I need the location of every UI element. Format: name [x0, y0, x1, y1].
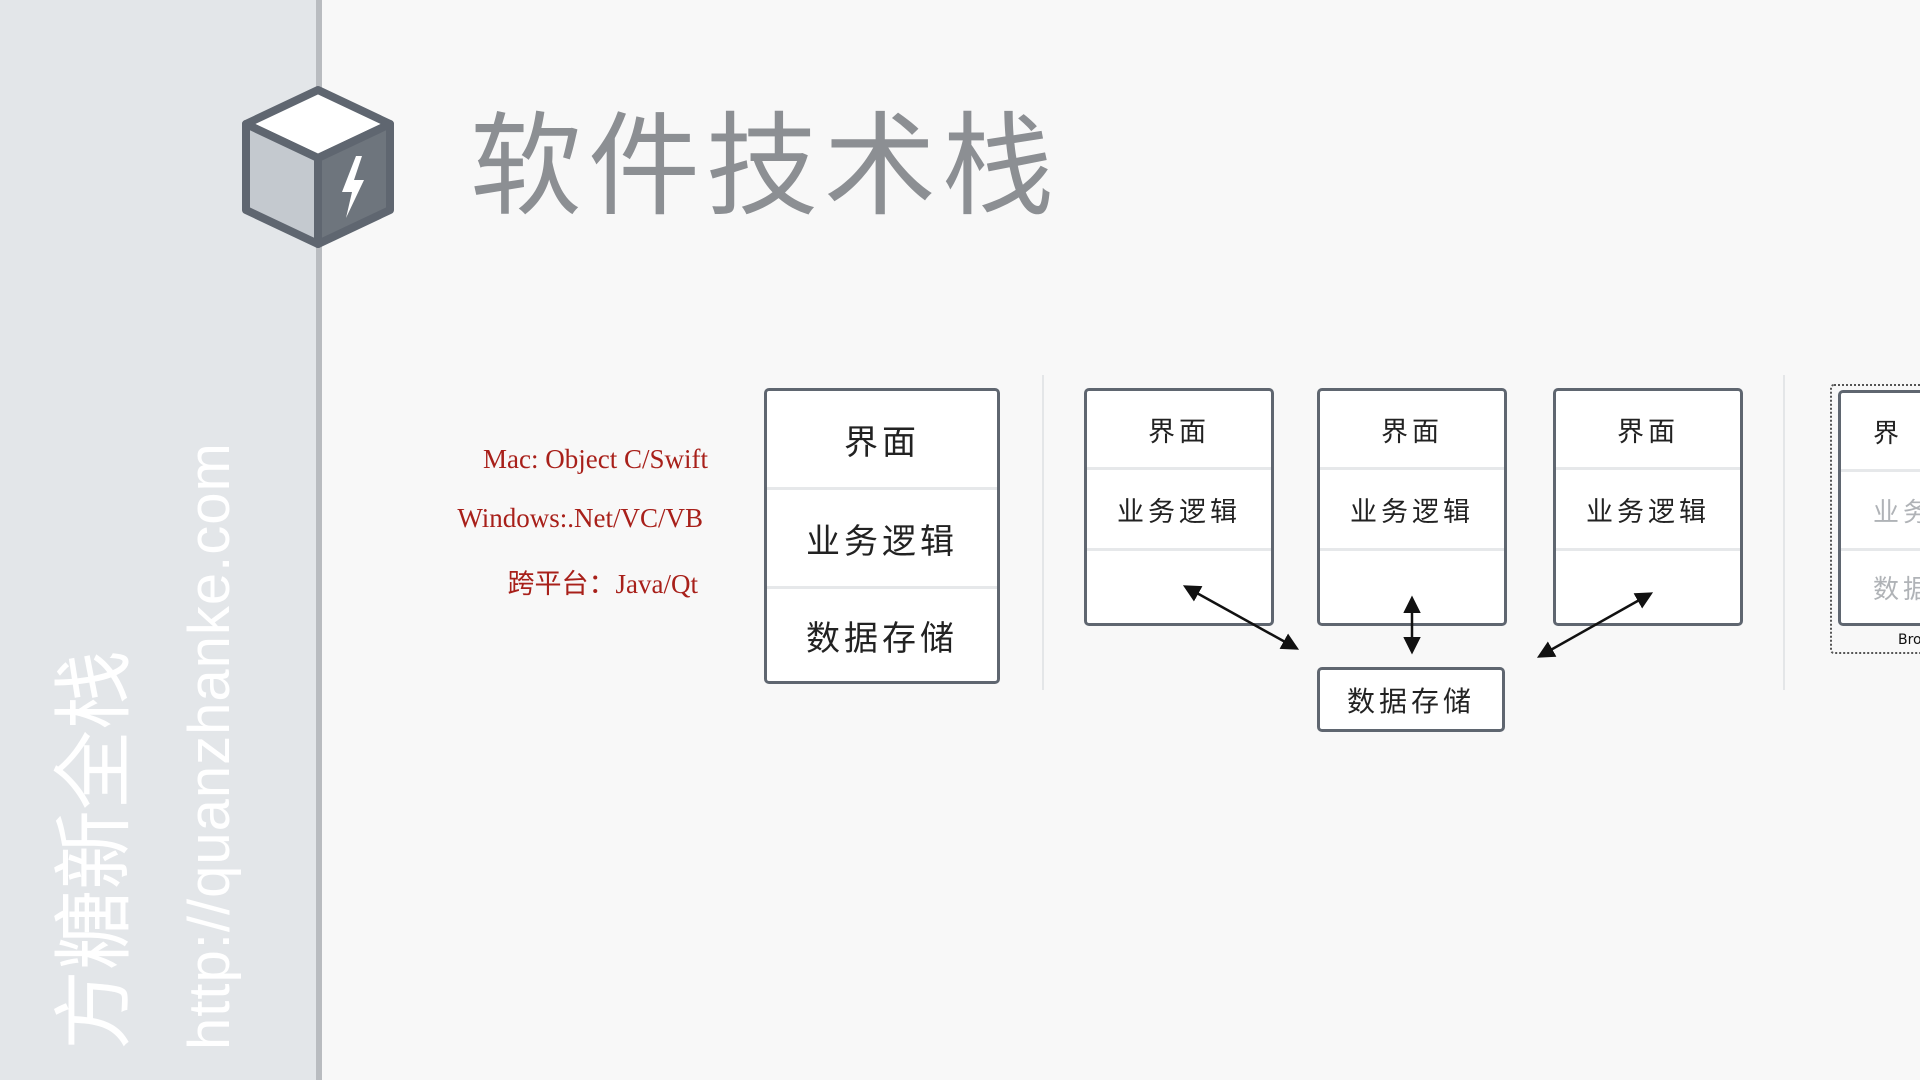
layer-separator [1087, 548, 1271, 551]
layer-separator [1320, 467, 1504, 470]
client-stack: 界面 业务逻辑 [1084, 388, 1274, 626]
client-logic-layer: 业务逻辑 [1117, 496, 1241, 528]
client-ui-layer: 界面 [1148, 416, 1210, 448]
client-logic-layer: 业务逻辑 [1586, 496, 1710, 528]
brand-url: http://quanzhanke.com [177, 442, 242, 1050]
sidebar-divider [316, 0, 322, 1080]
section-divider [1783, 375, 1785, 690]
browser-caption: Bro [1898, 632, 1920, 648]
cube-lightning-icon [242, 86, 394, 248]
desktop-stack: 界面 业务逻辑 数据存储 [764, 388, 1000, 684]
client-stack: 界面 业务逻辑 [1553, 388, 1743, 626]
layer-separator [1556, 548, 1740, 551]
stack-logic-layer: 业务逻辑 [806, 521, 958, 562]
layer-separator [1556, 467, 1740, 470]
lang-windows: Windows:.Net/VC/VB [457, 503, 703, 533]
slide-title: 软件技术栈 [470, 102, 1060, 232]
layer-separator [767, 487, 997, 490]
brand-name: 方糖新全栈 [48, 650, 141, 1050]
layer-separator [1320, 548, 1504, 551]
shared-storage-box: 数据存储 [1317, 667, 1505, 732]
browser-stack-box: 界 业务 数据 [1838, 390, 1920, 626]
section-divider [1042, 375, 1044, 690]
stack-ui-layer: 界面 [844, 422, 920, 463]
lang-cross-platform: 跨平台：Java/Qt [507, 569, 698, 599]
layer-separator [1087, 467, 1271, 470]
browser-stack-partial: 界 业务 数据 Bro [1830, 384, 1920, 654]
client-stack: 界面 业务逻辑 [1317, 388, 1507, 626]
client-ui-layer: 界面 [1381, 416, 1443, 448]
stack-storage-layer: 数据存储 [806, 618, 958, 659]
browser-storage-layer: 数据 [1873, 574, 1920, 605]
layer-separator [1841, 469, 1920, 472]
browser-logic-layer: 业务 [1873, 497, 1920, 528]
layer-separator [1841, 548, 1920, 551]
layer-separator [767, 586, 997, 589]
client-ui-layer: 界面 [1617, 416, 1679, 448]
client-logic-layer: 业务逻辑 [1350, 496, 1474, 528]
browser-ui-layer: 界 [1873, 418, 1904, 449]
lang-mac: Mac: Object C/Swift [483, 444, 708, 474]
